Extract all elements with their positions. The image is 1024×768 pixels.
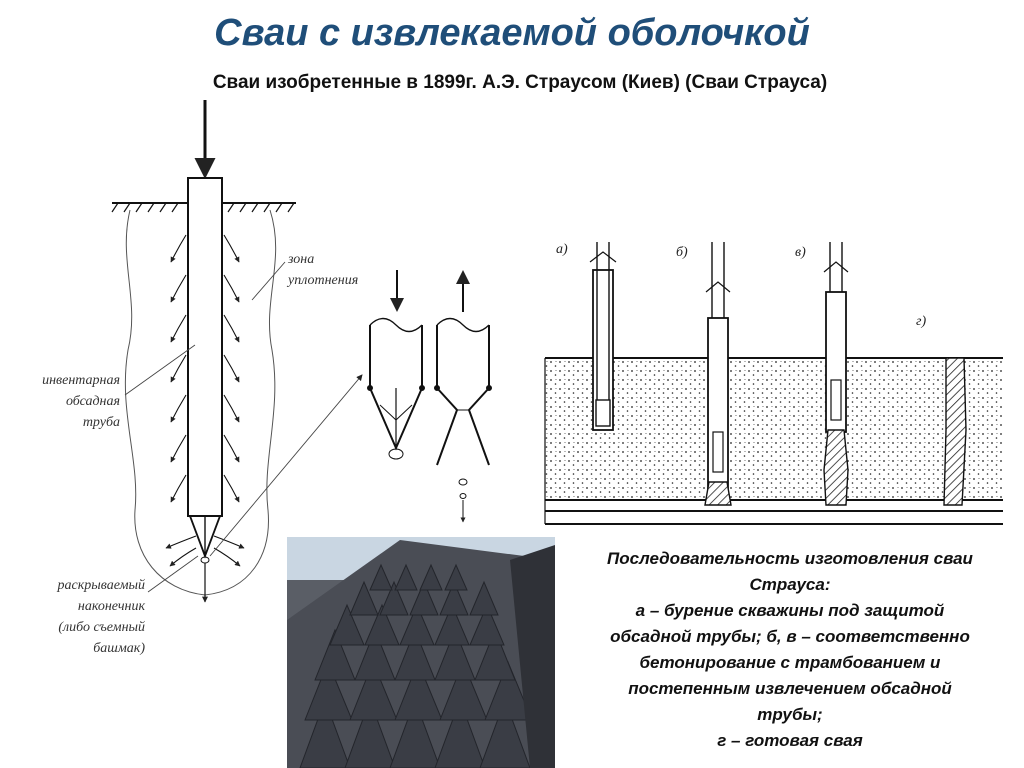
compaction-arrows — [165, 234, 245, 567]
stage-g-drawing — [943, 357, 967, 506]
stage-c-drawing — [823, 242, 849, 506]
casing-leader — [124, 344, 196, 396]
caption-line: обсадной трубы; б, в – соответственно — [610, 627, 970, 646]
page-subtitle: Сваи изобретенные в 1899г. А.Э. Страусом… — [212, 72, 828, 93]
caption-line: а – бурение скважины под защитой — [635, 601, 945, 620]
zone-label: зона уплотнения — [288, 252, 359, 288]
stage-label-b: б) — [676, 245, 688, 260]
caption-line: постепенным извлечением обсадной — [628, 679, 952, 698]
pile-tips-photo — [287, 537, 555, 768]
zone-leader — [251, 261, 286, 301]
caption-line: бетонирование с трамбованием и — [639, 653, 941, 672]
stage-label-c: в) — [795, 245, 806, 260]
tip-detail — [367, 270, 492, 523]
caption-line: г – готовая свая — [717, 731, 863, 750]
strauss-sequence — [544, 242, 1003, 525]
caption-line: Страуса: — [749, 575, 831, 594]
stage-label-g: г) — [916, 314, 927, 329]
tip-detail-leader — [209, 374, 363, 557]
stage-label-a: а) — [556, 242, 568, 257]
casing-pile-scheme — [111, 100, 363, 603]
tip-leader — [147, 555, 199, 593]
soil-layer — [545, 358, 1003, 500]
stage-b-drawing — [704, 242, 732, 506]
stage-a-drawing — [589, 242, 617, 431]
sequence-caption: Последовательность изготовления сваи Стр… — [570, 546, 1010, 754]
caption-line: Последовательность изготовления сваи — [607, 549, 973, 568]
casing-label: инвентарная обсадная труба — [42, 373, 120, 430]
ground-hatch — [111, 202, 295, 213]
tip-label: раскрываемый наконечник (либо съемный ба… — [57, 578, 145, 656]
casing-tube — [187, 177, 223, 517]
page-title: Сваи с извлекаемой оболочкой — [214, 12, 810, 54]
caption-line: трубы; — [757, 705, 823, 724]
